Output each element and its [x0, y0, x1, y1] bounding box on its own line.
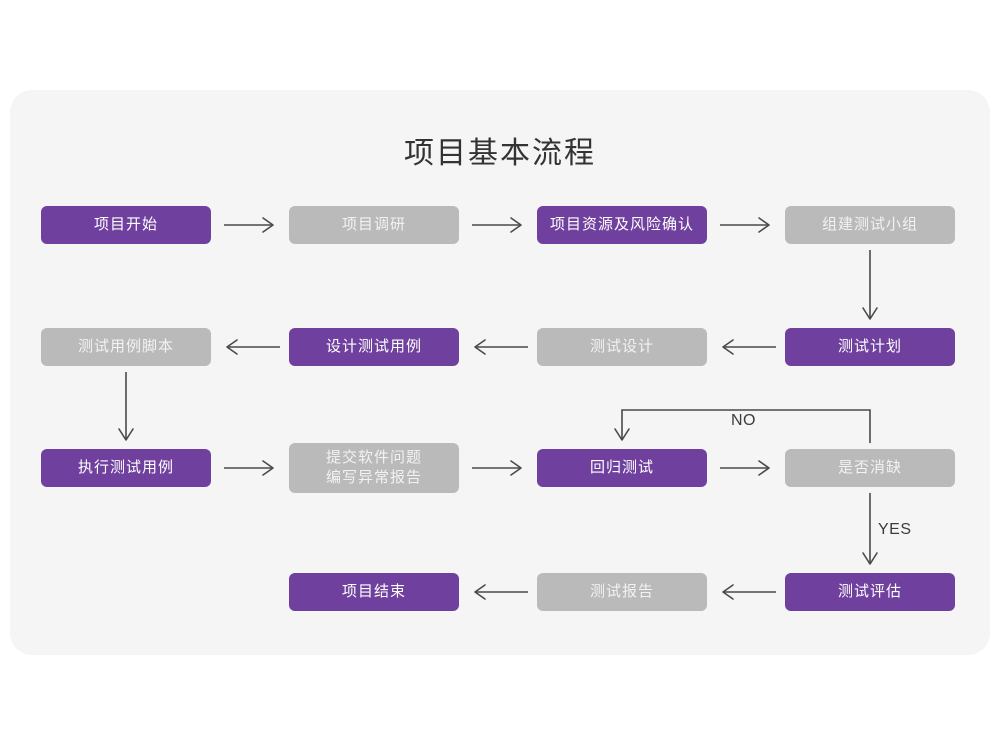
node-label: 项目结束 — [341, 583, 406, 600]
node-test-plan[interactable]: 测试计划 — [785, 328, 955, 366]
node-label: 提交软件问题 编写异常报告 — [325, 449, 422, 486]
edge-label-no: NO — [731, 412, 756, 429]
node-form-test-team[interactable]: 组建测试小组 — [785, 206, 955, 244]
node-label: 测试评估 — [837, 583, 902, 600]
page-title: 项目基本流程 — [404, 137, 596, 170]
node-resource-risk-confirm[interactable]: 项目资源及风险确认 — [537, 206, 707, 244]
node-design-test-cases[interactable]: 设计测试用例 — [289, 328, 459, 366]
node-test-report[interactable]: 测试报告 — [537, 573, 707, 611]
node-label: 组建测试小组 — [821, 216, 918, 233]
node-project-end[interactable]: 项目结束 — [289, 573, 459, 611]
node-test-evaluation[interactable]: 测试评估 — [785, 573, 955, 611]
node-test-design[interactable]: 测试设计 — [537, 328, 707, 366]
node-label: 测试设计 — [589, 338, 654, 355]
node-execute-test-cases[interactable]: 执行测试用例 — [41, 449, 211, 487]
flowchart-card — [10, 90, 990, 655]
node-test-case-scripts[interactable]: 测试用例脚本 — [41, 328, 211, 366]
node-label: 项目资源及风险确认 — [549, 216, 694, 233]
node-label: 项目开始 — [93, 216, 158, 233]
node-label: 测试计划 — [837, 338, 902, 355]
node-defects-cleared-decision[interactable]: 是否消缺 — [785, 449, 955, 487]
node-submit-defects-report[interactable]: 提交软件问题 编写异常报告 — [289, 443, 459, 493]
node-label: 回归测试 — [589, 459, 654, 476]
node-label: 是否消缺 — [837, 459, 902, 476]
node-project-research[interactable]: 项目调研 — [289, 206, 459, 244]
node-label: 测试报告 — [589, 583, 654, 600]
node-label: 执行测试用例 — [77, 459, 174, 476]
node-label: 设计测试用例 — [325, 338, 422, 355]
node-project-start[interactable]: 项目开始 — [41, 206, 211, 244]
node-regression-test[interactable]: 回归测试 — [537, 449, 707, 487]
node-label: 项目调研 — [341, 216, 406, 233]
edge-label-yes: YES — [878, 521, 912, 538]
node-label: 测试用例脚本 — [77, 338, 174, 355]
